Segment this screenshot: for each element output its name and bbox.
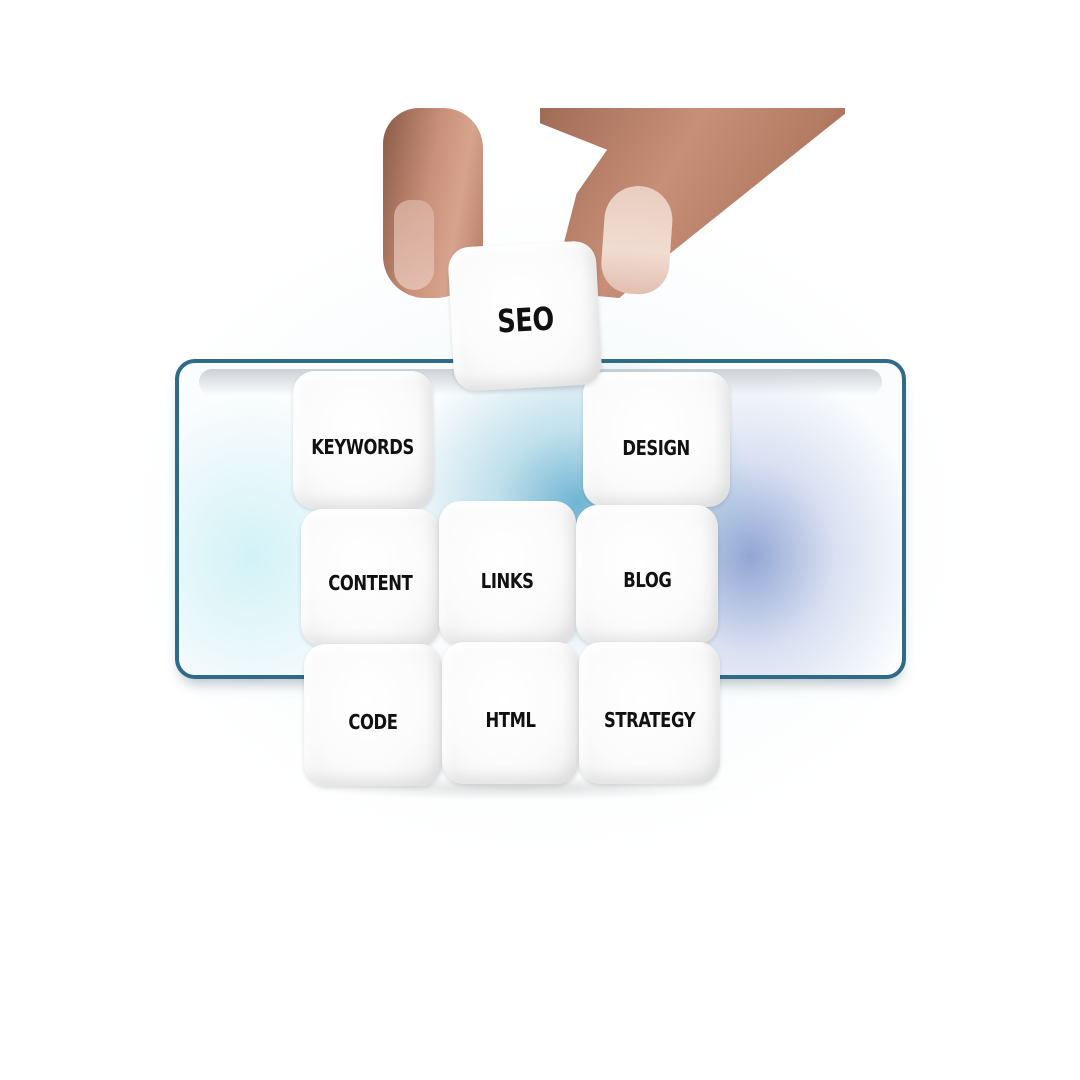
die-label-links: LINKS	[481, 569, 534, 593]
die-label-content: CONTENT	[328, 571, 413, 595]
die-html: HTML	[442, 642, 579, 784]
die-design: DESIGN	[583, 372, 730, 507]
die-label-blog: BLOG	[622, 568, 672, 592]
die-label-seo: SEO	[496, 299, 555, 341]
die-links: LINKS	[439, 501, 576, 645]
die-label-code: CODE	[348, 710, 398, 734]
die-keywords: KEYWORDS	[293, 371, 433, 509]
die-strategy: STRATEGY	[579, 642, 720, 784]
die-label-design: DESIGN	[622, 435, 691, 460]
die-label-html: HTML	[485, 708, 536, 732]
die-content: CONTENT	[301, 509, 440, 647]
die-label-keywords: KEYWORDS	[311, 435, 415, 459]
die-code: CODE	[304, 644, 442, 786]
die-label-strategy: STRATEGY	[603, 708, 696, 732]
thumbnail	[599, 183, 675, 297]
left-fingertip	[394, 200, 434, 290]
die-seo: SEO	[447, 240, 603, 392]
die-blog: BLOG	[576, 505, 718, 645]
